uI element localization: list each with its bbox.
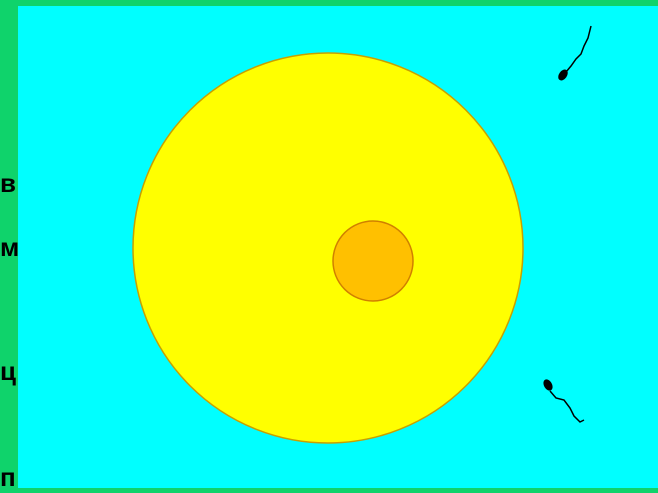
- sperm-bottom-right: [542, 378, 584, 422]
- side-text-line-4: п: [0, 462, 16, 493]
- side-text-line-1: в: [0, 168, 16, 199]
- egg-cell: [133, 53, 523, 443]
- side-text-line-2: м: [0, 232, 19, 263]
- nucleus: [333, 221, 413, 301]
- sperm-top-right: [556, 26, 591, 82]
- fertilization-illustration: [18, 6, 658, 488]
- side-text-line-3: ц: [0, 356, 16, 387]
- slide-panel: [18, 6, 658, 488]
